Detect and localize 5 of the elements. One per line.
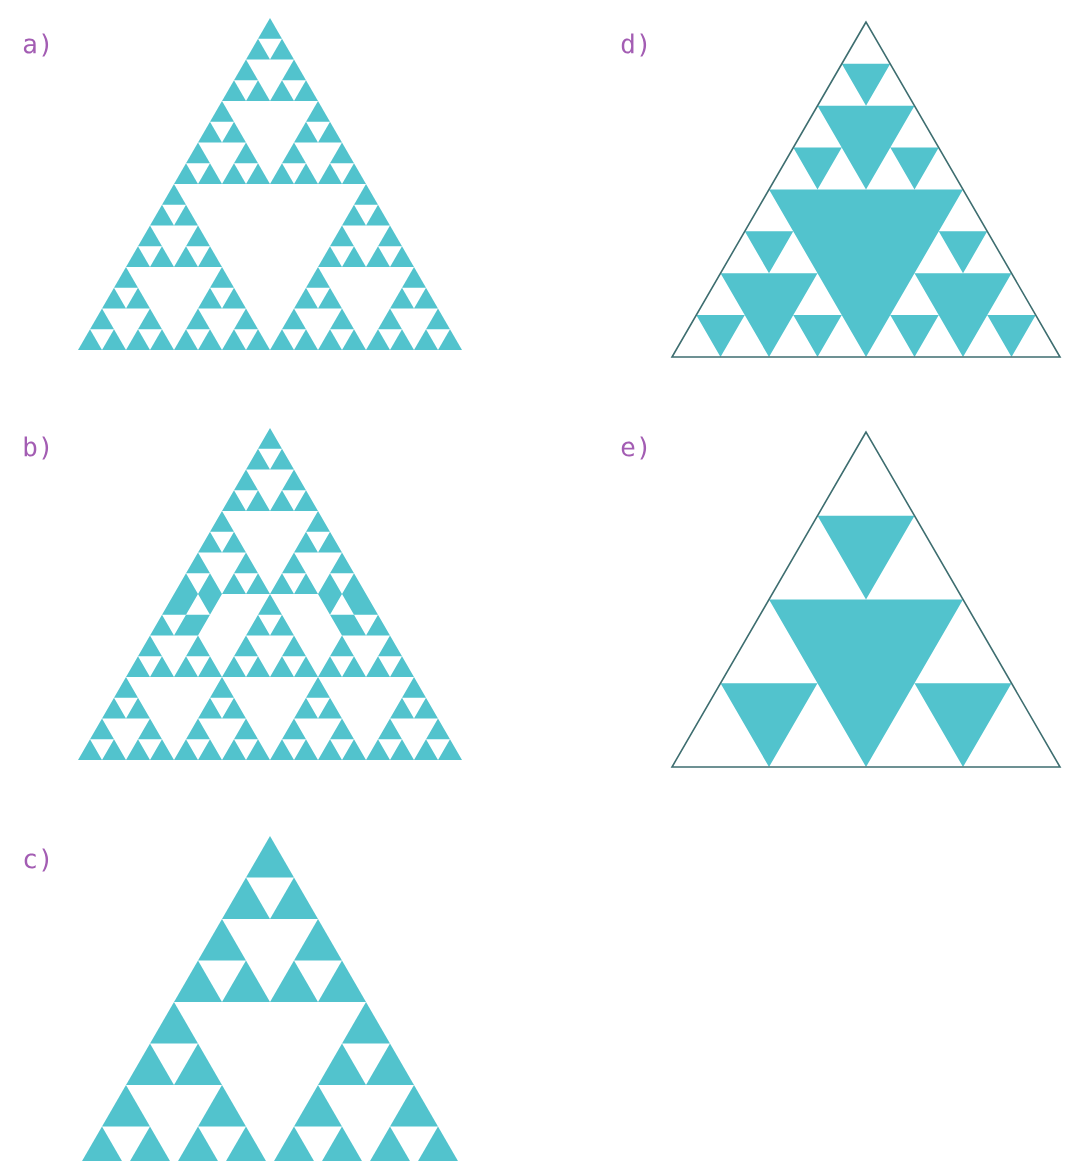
panel-label: c) xyxy=(24,848,49,872)
panel-label: b) xyxy=(24,436,49,460)
panel-label: a) xyxy=(23,33,49,57)
panel-label: d) xyxy=(621,33,647,57)
panel-label: e) xyxy=(621,436,647,460)
